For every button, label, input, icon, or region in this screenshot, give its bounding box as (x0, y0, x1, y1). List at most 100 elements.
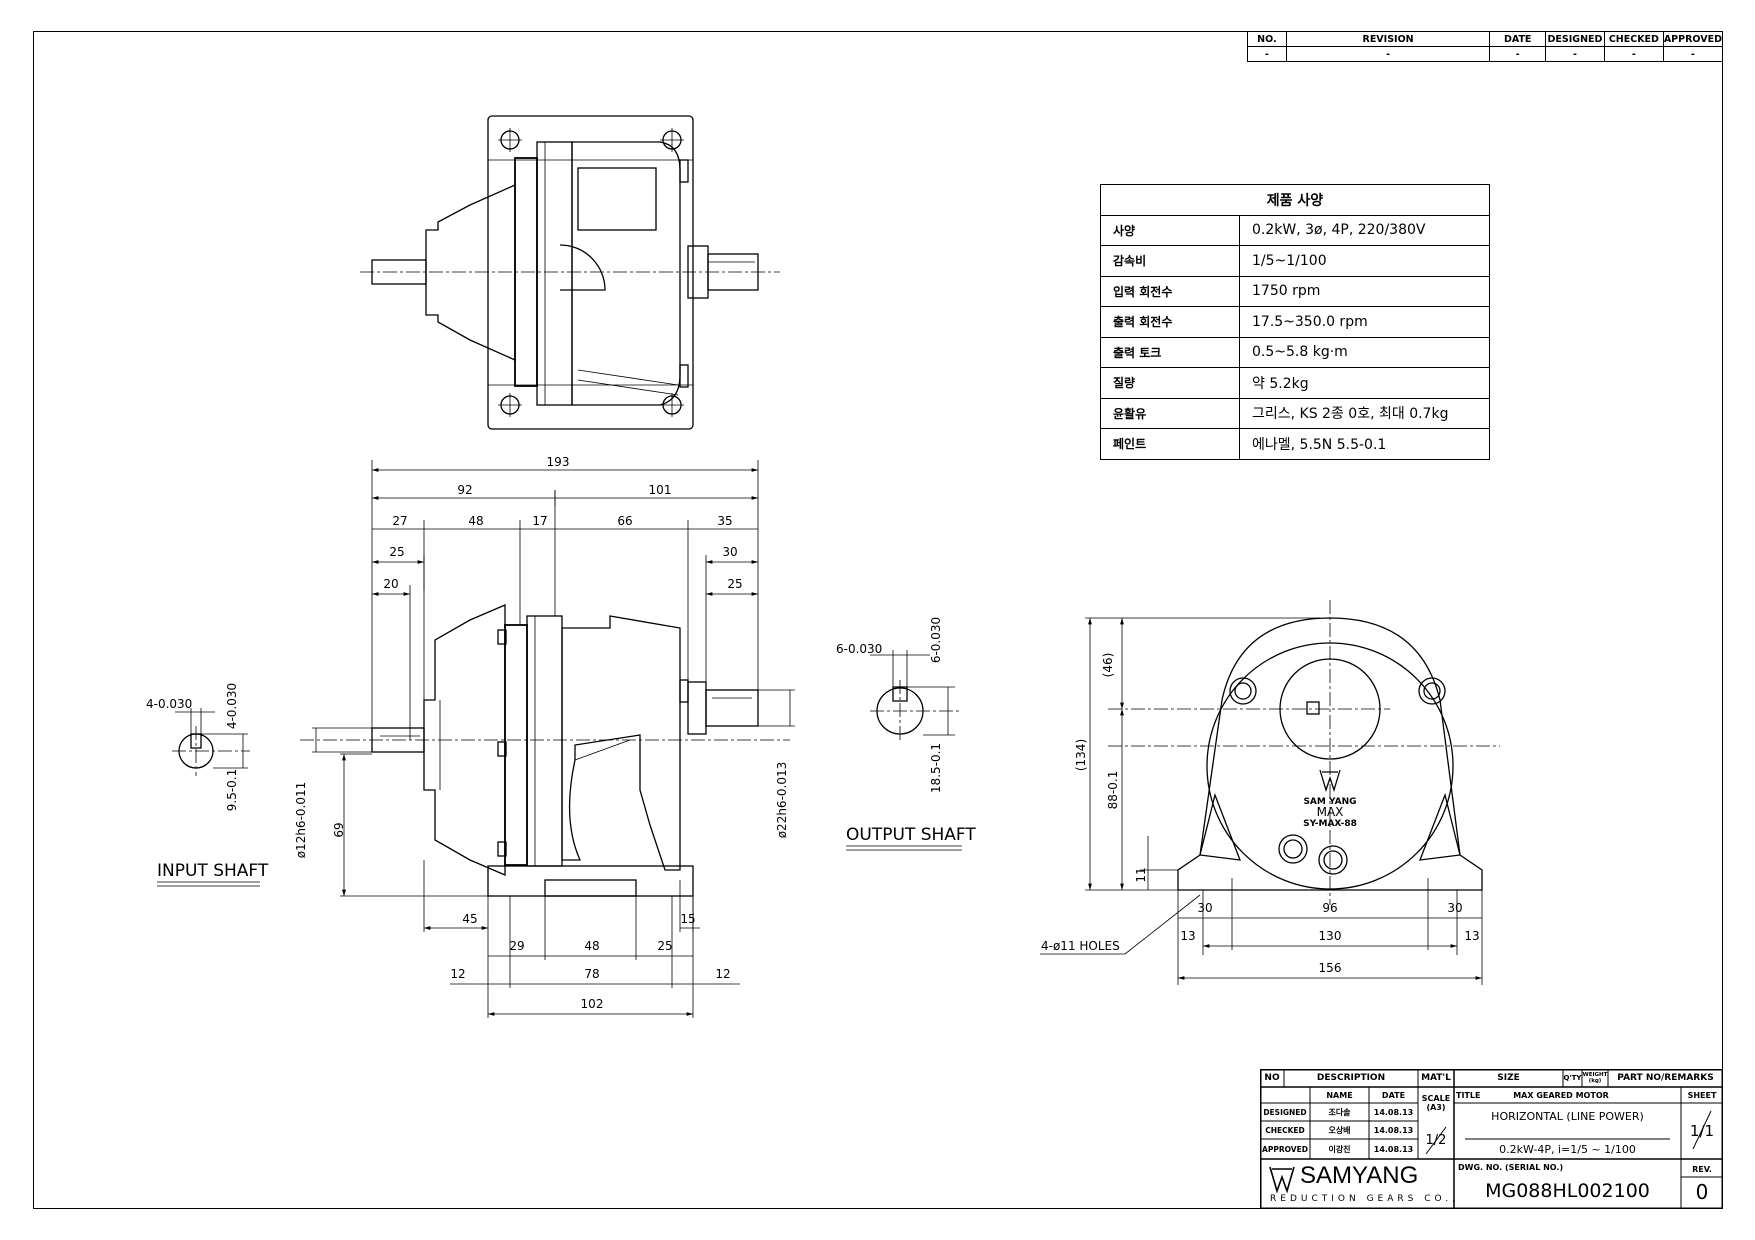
dim-20: 20 (383, 577, 398, 591)
dim-134: (134) (1074, 739, 1088, 771)
rev-col-approved: APPROVED (1662, 31, 1724, 47)
rev-cell: - (1489, 46, 1546, 62)
spec-value: 17.5~350.0 rpm (1239, 306, 1490, 338)
samyang-logo (1269, 1166, 1295, 1194)
spec-key: 사양 (1100, 214, 1240, 246)
tb-rev-label: REV. (1692, 1164, 1712, 1174)
tb-weight: WEIGHT (kg) (1582, 1072, 1608, 1084)
tb-date-header: DATE (1381, 1090, 1406, 1100)
tb-description: DESCRIPTION (1316, 1073, 1386, 1083)
dim-out-key-depth: 6-0.030 (929, 617, 943, 663)
spec-key: 질량 (1100, 367, 1240, 399)
tb-matl: MAT'L (1421, 1073, 1451, 1083)
input-shaft-detail: 4-0.030 4-0.030 9.5-0.1 INPUT SHAFT (146, 683, 269, 887)
dim-15: 15 (680, 912, 695, 926)
dim-69: 69 (332, 822, 346, 837)
dim-key-depth: 4-0.030 (225, 683, 239, 729)
top-view (360, 115, 780, 430)
dim-25-left: 25 (389, 545, 404, 559)
dim-102: 102 (581, 997, 604, 1011)
nameplate-series: MAX (1317, 805, 1344, 819)
dim-78: 78 (584, 967, 599, 981)
dim-key-width: 4-0.030 (146, 697, 192, 711)
tb-title-line3: 0.2kW-4P, i=1/5 ~ 1/100 (1499, 1142, 1636, 1156)
spec-key: 입력 회전수 (1100, 275, 1240, 307)
tb-rev-value: 0 (1695, 1180, 1709, 1204)
dim-156: 156 (1319, 961, 1342, 975)
dim-11: 11 (1134, 867, 1148, 882)
rev-cell: - (1544, 46, 1605, 62)
front-view-dimensions: (134) (46) 88-0.1 11 30 96 30 13 130 13 … (1040, 617, 1483, 985)
spec-value: 0.2kW, 3ø, 4P, 220/380V (1239, 214, 1490, 246)
tb-checked-label: CHECKED (1265, 1125, 1305, 1135)
revision-header: NO. REVISION DATE DESIGNED CHECKED APPRO… (1247, 31, 1724, 47)
tb-checked-date: 14.08.13 (1373, 1125, 1414, 1135)
rev-cell: - (1247, 46, 1287, 62)
dim-12-right: 12 (715, 967, 730, 981)
front-view: SAM YANG MAX SY-MAX-88 (1108, 600, 1500, 905)
input-shaft-label: INPUT SHAFT (157, 861, 269, 881)
dim-13-right: 13 (1464, 929, 1479, 943)
dim-29: 29 (509, 939, 524, 953)
tb-company-sub: REDUCTION GEARS CO., LTD (1270, 1194, 1460, 1204)
tb-checked-name: 오상배 (1328, 1125, 1351, 1135)
tb-title-line2: HORIZONTAL (LINE POWER) (1491, 1109, 1644, 1123)
dim-193: 193 (547, 455, 570, 469)
revision-row: - - - - - - (1247, 46, 1724, 62)
dim-out-key-height: 18.5-0.1 (929, 743, 943, 793)
spec-key: 윤활유 (1100, 397, 1240, 429)
spec-value: 0.5~5.8 kg·m (1239, 336, 1490, 368)
dim-output-fit: ø22h6-0.013 (775, 762, 789, 839)
dim-13-left: 13 (1180, 929, 1195, 943)
tb-approved-label: APPROVED (1262, 1144, 1308, 1154)
rev-col-no: NO. (1247, 31, 1287, 47)
rev-col-date: DATE (1489, 31, 1546, 47)
spec-title: 제품 사양 (1100, 184, 1490, 216)
dim-27: 27 (392, 514, 407, 528)
tb-dwg-no: MG088HL002100 (1485, 1180, 1650, 1202)
dim-66: 66 (617, 514, 632, 528)
tb-dwg-no-label: DWG. NO. (SERIAL NO.) (1458, 1162, 1564, 1172)
rev-col-checked: CHECKED (1603, 31, 1664, 47)
spec-value: 그리스, KS 2종 0호, 최대 0.7kg (1239, 397, 1490, 429)
dim-96: 96 (1322, 901, 1337, 915)
dim-key-height: 9.5-0.1 (225, 769, 239, 812)
dim-30-right: 30 (1447, 901, 1462, 915)
tb-approved-date: 14.08.13 (1373, 1144, 1414, 1154)
tb-designed-label: DESIGNED (1263, 1107, 1307, 1117)
tb-designed-date: 14.08.13 (1373, 1107, 1414, 1117)
nameplate-model: SY-MAX-88 (1303, 819, 1357, 829)
dim-25-base: 25 (657, 939, 672, 953)
dim-130: 130 (1319, 929, 1342, 943)
dim-48-base: 48 (584, 939, 599, 953)
tb-size: SIZE (1497, 1073, 1520, 1083)
tb-title-label: TITLE (1456, 1090, 1481, 1100)
dim-30-left: 30 (1197, 901, 1212, 915)
dim-101: 101 (649, 483, 672, 497)
dim-45: 45 (462, 912, 477, 926)
tb-scale-value: 1/2 (1425, 1132, 1447, 1148)
rev-cell: - (1662, 46, 1724, 62)
side-view (300, 604, 790, 897)
spec-key: 출력 회전수 (1100, 306, 1240, 338)
dim-46: (46) (1101, 653, 1115, 678)
dim-88: 88-0.1 (1106, 771, 1120, 810)
rev-cell: - (1603, 46, 1664, 62)
nameplate-logo (1319, 769, 1341, 793)
output-shaft-detail: 6-0.030 6-0.030 18.5-0.1 OUTPUT SHAFT (836, 617, 976, 851)
nameplate-brand: SAM YANG (1303, 797, 1356, 807)
side-view-dimensions: 193 92 101 27 48 17 66 35 25 30 20 25 69… (294, 455, 795, 1018)
tb-no: NO (1264, 1073, 1280, 1083)
rev-col-designed: DESIGNED (1544, 31, 1605, 47)
title-block: NO DESCRIPTION MAT'L SIZE Q'TY WEIGHT (k… (1260, 1069, 1723, 1209)
tb-part-no: PART NO/REMARKS (1617, 1073, 1714, 1083)
tb-sheet-label: SHEET (1687, 1090, 1717, 1100)
dim-out-key-width: 6-0.030 (836, 642, 882, 656)
dim-17: 17 (532, 514, 547, 528)
